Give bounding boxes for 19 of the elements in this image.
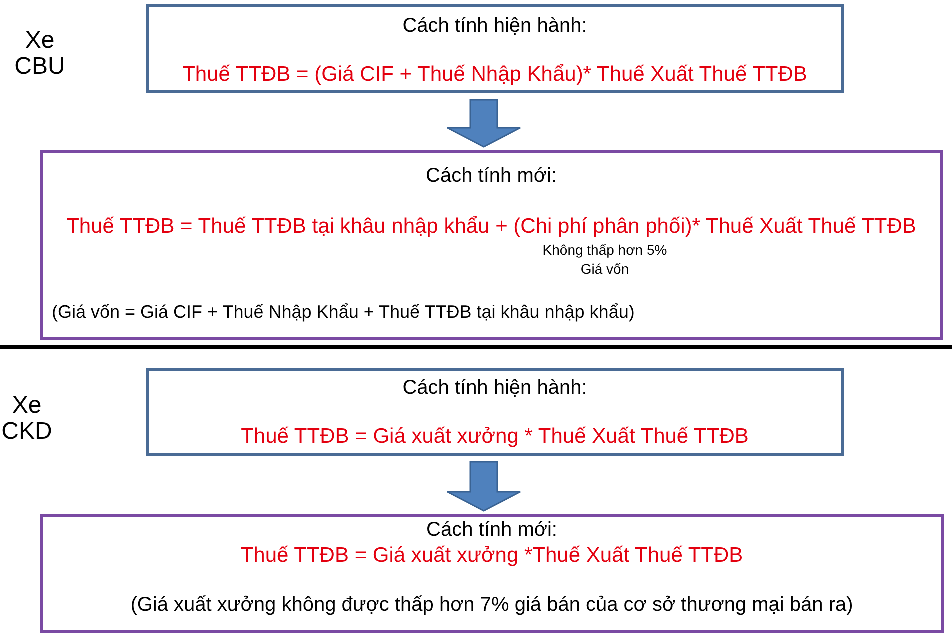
formula-box [146, 4, 844, 93]
heading-text: Cách tính hiện hành: [402, 376, 588, 400]
block-arrow [446, 461, 522, 512]
formula-text: Thuế TTĐB = Giá xuất xưởng *Thuế Xuất Thuế TTĐB [240, 543, 744, 568]
heading-text: Cách tính mới: [426, 518, 558, 542]
row-label: Xe CKD [0, 393, 54, 445]
block-arrow [446, 99, 522, 148]
note-text: (Giá xuất xưởng không được thấp hơn 7% giá bán của cơ sở thương mại bán ra) [130, 593, 854, 618]
annotation-text: Không thấp hơn 5% Giá vốn [542, 241, 668, 279]
note-text: (Giá vốn = Giá CIF + Thuế Nhập Khẩu + Thuế TTĐB tại khâu nhập khẩu) [52, 301, 635, 324]
formula-text: Thuế TTĐB = Giá xuất xưởng * Thuế Xuất Thuế TTĐB [241, 424, 749, 449]
formula-text: Thuế TTĐB = (Giá CIF + Thuế Nhập Khẩu)* Thuế Xuất Thuế TTĐB [182, 62, 808, 87]
formula-box [146, 368, 844, 456]
heading-text: Cách tính mới: [426, 164, 557, 188]
heading-text: Cách tính hiện hành: [402, 14, 588, 38]
formula-box [40, 150, 943, 340]
formula-box [40, 514, 944, 633]
formula-text: Thuế TTĐB = Thuế TTĐB tại khâu nhập khẩu + (Chi phí phân phối)* Thuế Xuất Thuế TTĐB [66, 214, 916, 239]
row-label: Xe CBU [14, 28, 66, 80]
